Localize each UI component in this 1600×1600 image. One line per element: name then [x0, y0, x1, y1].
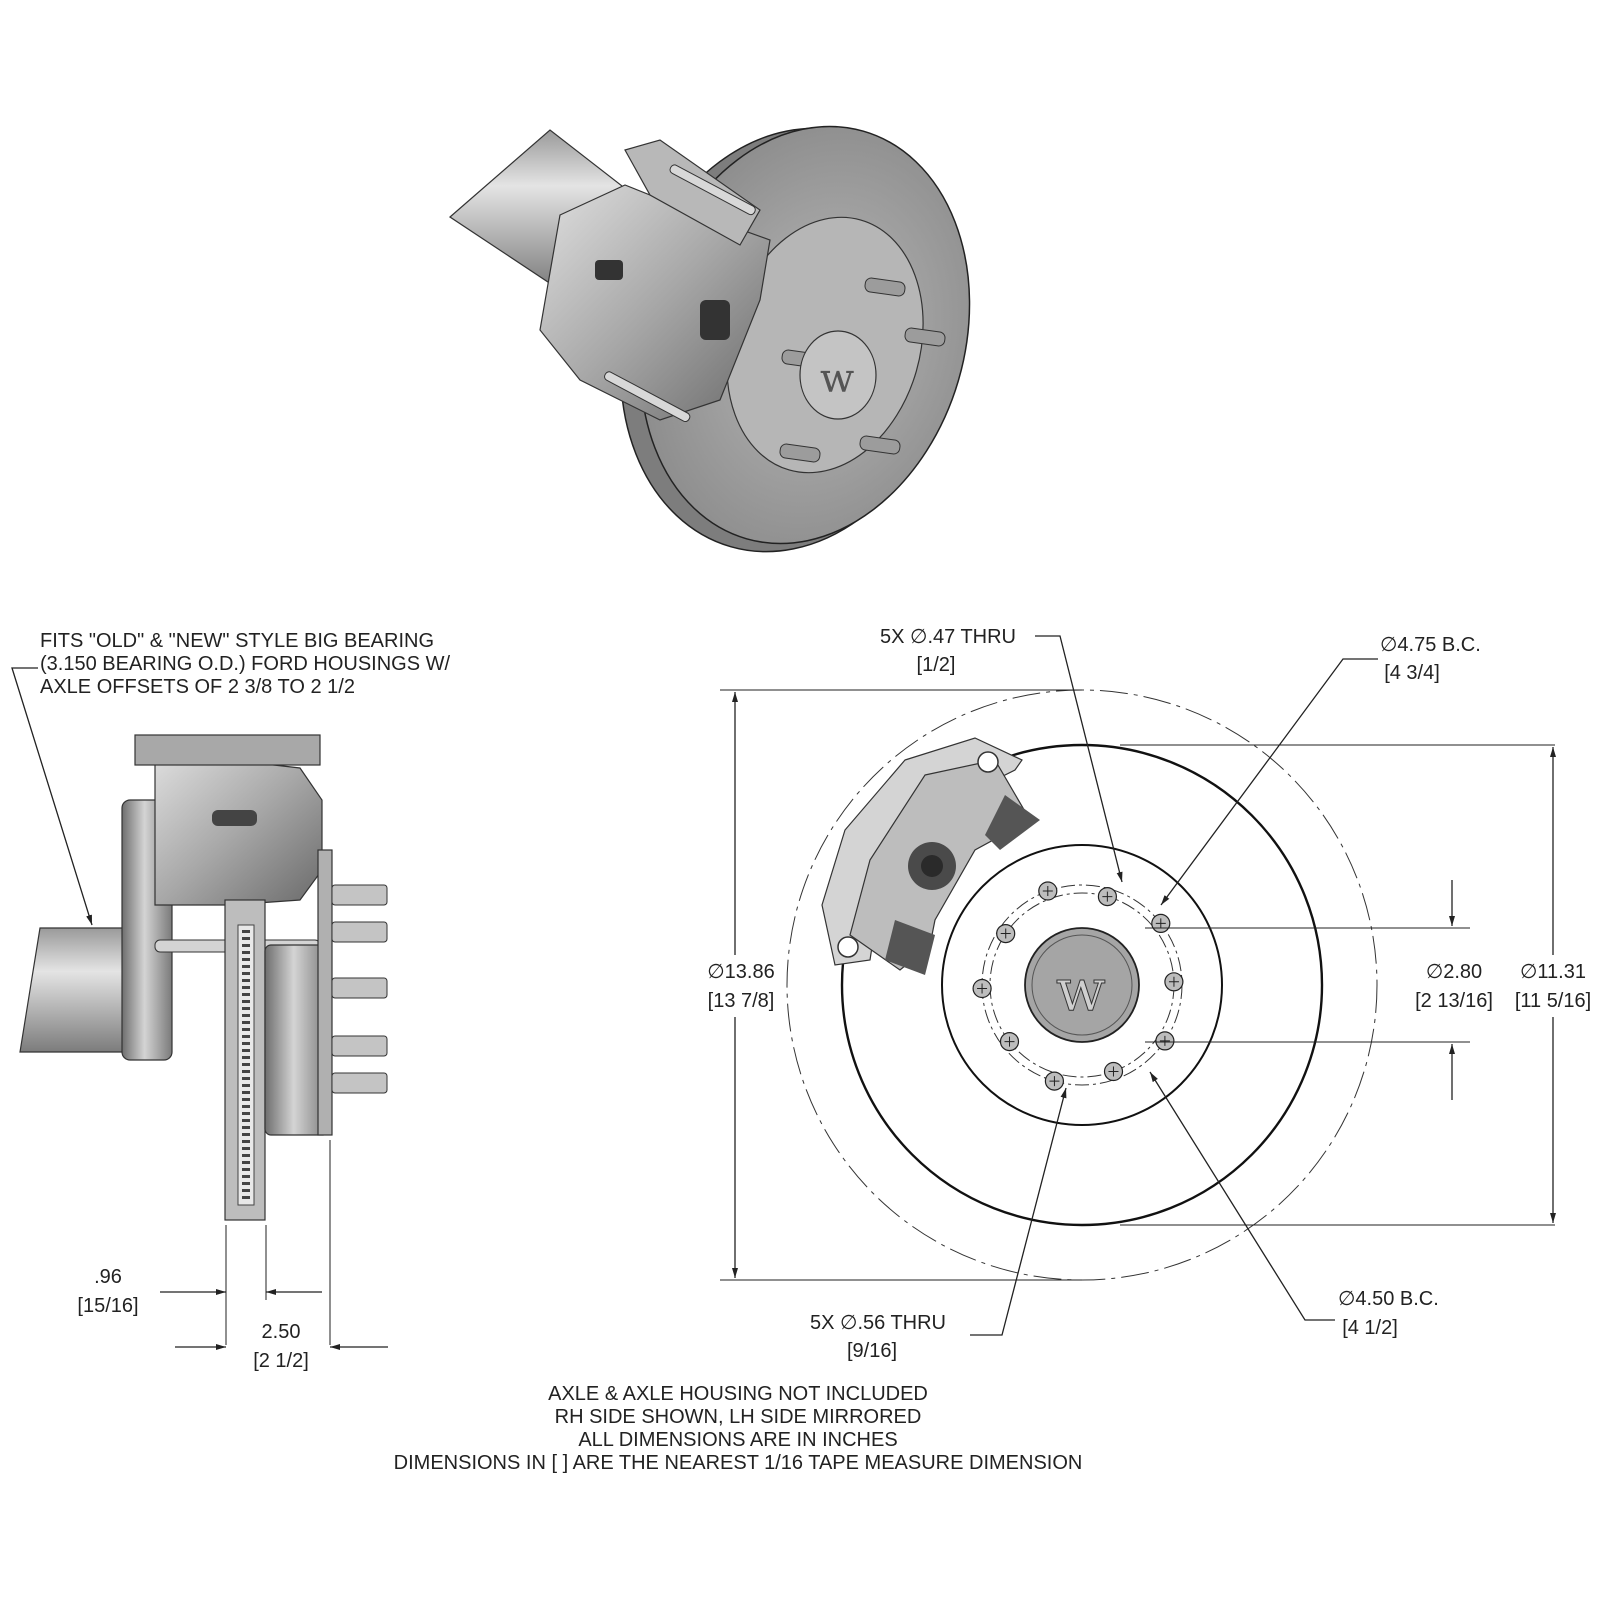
outer-diameter-value: ∅13.86 [707, 961, 774, 983]
thru-hole-small-value: 5X ∅.47 THRU [880, 626, 1016, 648]
stud-hole-450-mark-2 [1108, 1066, 1119, 1077]
caliper-bracket [624, 139, 761, 246]
stud-hole-450-mark-1 [1168, 976, 1179, 987]
caliper-pin-upper [669, 164, 756, 216]
thru-hole-small-fraction: [1/2] [917, 654, 956, 676]
hub-pilot-ring [1031, 934, 1133, 1036]
thru-hole-large-fraction: [9/16] [847, 1340, 897, 1362]
caliper-mount-hole-bottom [837, 936, 859, 958]
hub-cap [799, 330, 877, 420]
stud-hole-450-mark-0 [1102, 891, 1113, 902]
stud-hole-450-mark-4 [1000, 928, 1011, 939]
dim-11-31-mask [1508, 955, 1600, 1017]
fitment-note-line-3: AXLE OFFSETS OF 2 3/8 TO 2 1/2 [40, 676, 355, 698]
caliper-window-2 [700, 300, 730, 340]
footer-note-3: ALL DIMENSIONS ARE IN INCHES [578, 1429, 897, 1451]
wilwood-logo-icon: w [820, 356, 854, 402]
side-caliper-window [212, 810, 257, 826]
stud-hole-475-mark-0 [1042, 886, 1053, 897]
isometric-assembly-view: w [449, 125, 971, 553]
footer-note-4: DIMENSIONS IN [ ] ARE THE NEAREST 1/16 T… [394, 1452, 1083, 1474]
rotor-inner-hat [941, 844, 1223, 1126]
footer-notes: AXLE & AXLE HOUSING NOT INCLUDED RH SIDE… [394, 1383, 1083, 1474]
bolt-circle-small-fraction: [4 1/2] [1342, 1317, 1398, 1339]
rotor-diameter-fraction: [11 5/16] [1515, 990, 1591, 1012]
stud-holes [972, 881, 1184, 1091]
front-view: w ∅13.86 [13 7/8] ∅11.31 [11 5/16] ∅2.80… [695, 626, 1600, 1362]
caliper-pin-lower [604, 371, 691, 423]
caliper-window [595, 260, 623, 280]
bolt-circle-large-value: ∅4.75 B.C. [1380, 634, 1481, 656]
side-hub-flange [317, 849, 333, 1136]
stud-hole-475-mark-2 [1159, 1035, 1170, 1046]
dim-13-86-mask [695, 955, 785, 1017]
hub-offset-value: 2.50 [262, 1321, 301, 1343]
pilot-diameter-fraction: [2 13/16] [1415, 990, 1493, 1012]
footer-note-1: AXLE & AXLE HOUSING NOT INCLUDED [548, 1383, 928, 1405]
caliper-piston-inner [921, 855, 943, 877]
stud-hole-475-mark-1 [1155, 918, 1166, 929]
hub-pilot [1024, 927, 1140, 1043]
stud-hole-450-mark-3 [1004, 1036, 1015, 1047]
stud-hole-475-mark-3 [1049, 1076, 1060, 1087]
footer-note-2: RH SIDE SHOWN, LH SIDE MIRRORED [555, 1406, 922, 1428]
caliper-mount-hole-top [977, 751, 999, 773]
front-caliper-dark [985, 795, 1040, 850]
hub-offset-fraction: [2 1/2] [253, 1350, 309, 1372]
leader-thru-large [970, 1087, 1067, 1336]
bolt-circle-large-fraction: [4 3/4] [1384, 662, 1440, 684]
rotor-width-value: .96 [94, 1266, 122, 1288]
thru-hole-large-value: 5X ∅.56 THRU [810, 1312, 946, 1334]
fitment-leader [11, 667, 93, 926]
rotor-diameter-value: ∅11.31 [1520, 961, 1586, 983]
fitment-note: FITS "OLD" & "NEW" STYLE BIG BEARING (3.… [11, 630, 451, 926]
leader-bc-small [1149, 1071, 1335, 1321]
side-view: .96 [15/16] 2.50 [2 1/2] [19, 734, 388, 1372]
bolt-circle-small-value: ∅4.50 B.C. [1338, 1288, 1439, 1310]
wilwood-logo-icon: w [1056, 956, 1106, 1024]
rotor-outer [840, 743, 1324, 1227]
wheel-studs [779, 277, 946, 463]
fitment-note-line-2: (3.150 BEARING O.D.) FORD HOUSINGS W/ [40, 653, 451, 675]
rotor-width-fraction: [15/16] [77, 1295, 138, 1317]
leader-thru-small [1035, 635, 1123, 883]
fitment-note-line-1: FITS "OLD" & "NEW" STYLE BIG BEARING [40, 630, 434, 652]
front-caliper-dark-2 [885, 920, 935, 975]
side-studs [331, 884, 388, 1094]
outer-diameter-fraction: [13 7/8] [708, 990, 775, 1012]
pilot-diameter-value: ∅2.80 [1426, 961, 1482, 983]
side-caliper [154, 749, 323, 906]
stud-hole-475-mark-4 [977, 983, 988, 994]
leader-bc-large [1160, 658, 1378, 906]
side-caliper-top [134, 734, 321, 766]
